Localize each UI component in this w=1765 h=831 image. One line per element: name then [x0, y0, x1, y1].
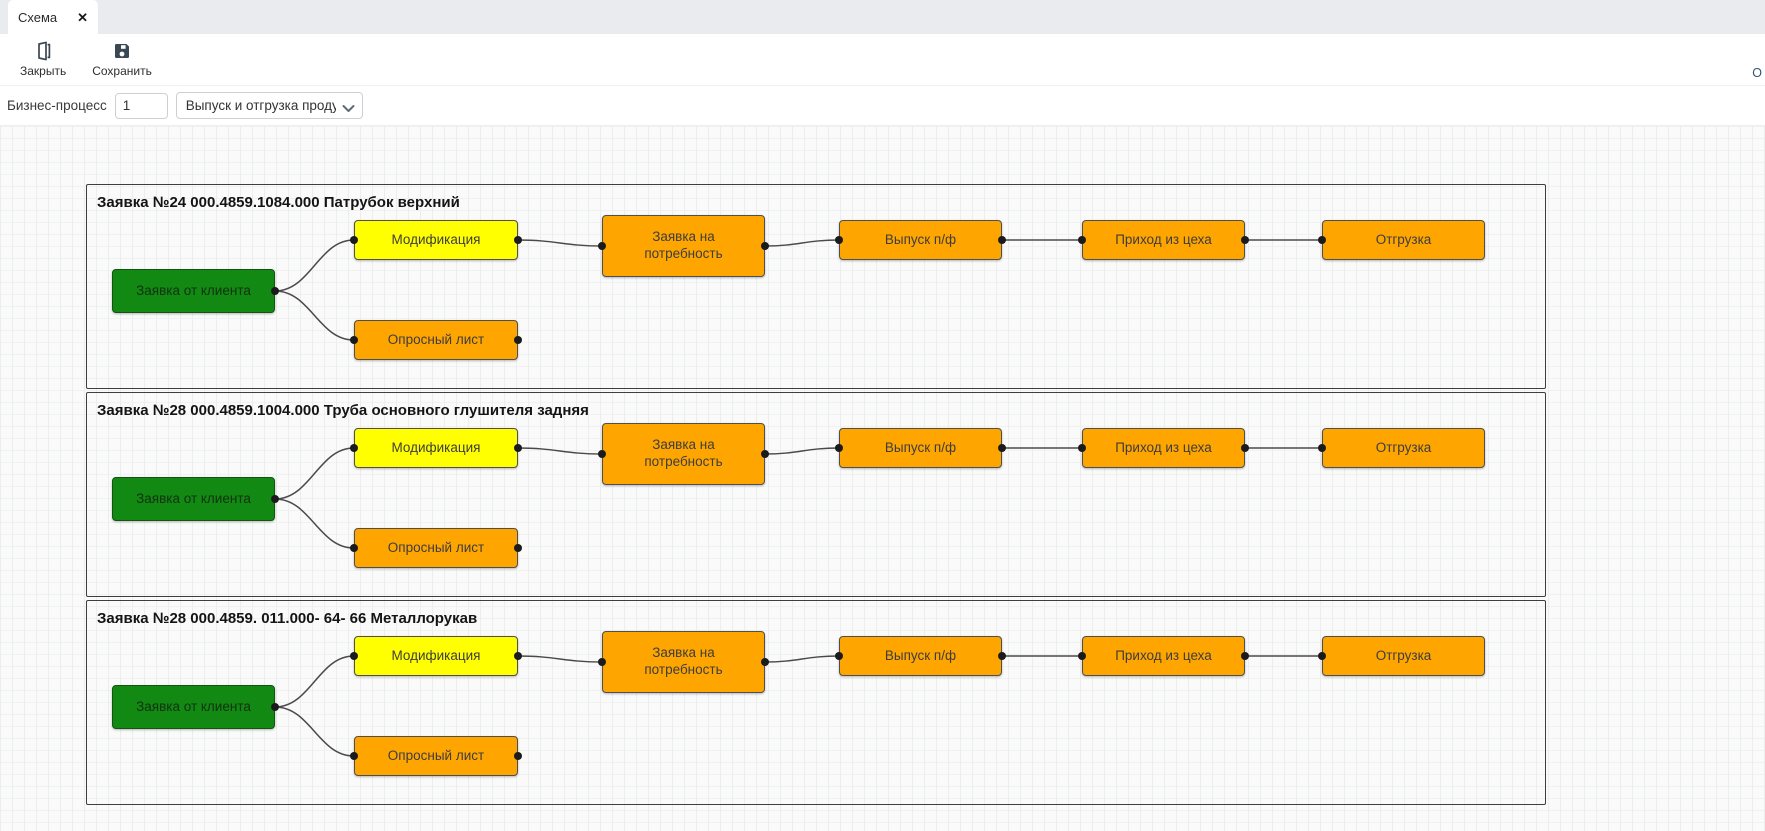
edges-layer	[271, 444, 1326, 552]
node-label: Модификация	[391, 647, 481, 663]
node-label: Опросный лист	[387, 331, 485, 347]
node-output[interactable]: Выпуск п/ф	[839, 220, 1002, 260]
node-arrival[interactable]: Приход из цеха	[1082, 428, 1245, 468]
node-label: Выпуск п/ф	[884, 231, 957, 247]
chevron-down-icon	[342, 101, 355, 116]
group-title: Заявка №28 000.4859. 011.000- 64- 66 Мет…	[97, 610, 478, 627]
edge-modification-need	[517, 655, 603, 663]
node-label: Выпуск п/ф	[884, 439, 957, 455]
close-button[interactable]: Закрыть	[14, 39, 72, 80]
node-need[interactable]: Заявка на потребность	[602, 423, 765, 485]
floppy-disk-icon	[112, 41, 132, 61]
node-label: Выпуск п/ф	[884, 647, 957, 663]
node-label: Заявка на потребность	[644, 437, 723, 469]
node-output[interactable]: Выпуск п/ф	[839, 428, 1002, 468]
node-arrival[interactable]: Приход из цеха	[1082, 636, 1245, 676]
toolbar-right-clipped-text: О	[1752, 66, 1762, 80]
node-label: Приход из цеха	[1115, 231, 1212, 247]
process-select[interactable]: Выпуск и отгрузка проду	[175, 92, 363, 119]
node-modification[interactable]: Модификация	[354, 636, 518, 676]
node-modification[interactable]: Модификация	[354, 220, 518, 260]
node-modification[interactable]: Модификация	[354, 428, 518, 468]
edges-layer	[271, 236, 1326, 344]
close-button-label: Закрыть	[20, 64, 67, 78]
node-need[interactable]: Заявка на потребность	[602, 215, 765, 277]
edge-client-questionnaire	[274, 290, 355, 341]
toolbar: Закрыть Сохранить О	[0, 34, 1765, 86]
node-shipment[interactable]: Отгрузка	[1322, 636, 1485, 676]
edges-layer	[271, 652, 1326, 760]
process-group: Заявка №24 000.4859.1084.000 Патрубок ве…	[86, 184, 1546, 389]
edge-client-questionnaire	[274, 706, 355, 757]
edge-modification-need	[517, 239, 603, 247]
node-label: Заявка от клиента	[136, 698, 251, 714]
group-title: Заявка №28 000.4859.1004.000 Труба основ…	[97, 402, 589, 419]
process-group: Заявка №28 000.4859.1004.000 Труба основ…	[86, 392, 1546, 597]
diagram-canvas[interactable]: Заявка №24 000.4859.1084.000 Патрубок ве…	[0, 125, 1765, 831]
process-bar: Бизнес-процесс Выпуск и отгрузка проду	[0, 86, 1765, 125]
tab-schema[interactable]: Схема ✕	[8, 0, 98, 34]
node-label: Заявка от клиента	[136, 282, 251, 298]
node-label: Отгрузка	[1375, 647, 1432, 663]
node-client[interactable]: Заявка от клиента	[112, 269, 275, 313]
node-arrival[interactable]: Приход из цеха	[1082, 220, 1245, 260]
save-button[interactable]: Сохранить	[86, 39, 158, 80]
node-label: Заявка на потребность	[644, 645, 723, 677]
node-label: Опросный лист	[387, 747, 485, 763]
edge-need-output	[764, 239, 840, 247]
node-questionnaire[interactable]: Опросный лист	[354, 528, 518, 568]
edge-client-questionnaire	[274, 498, 355, 549]
node-shipment[interactable]: Отгрузка	[1322, 428, 1485, 468]
node-label: Приход из цеха	[1115, 647, 1212, 663]
node-client[interactable]: Заявка от клиента	[112, 685, 275, 729]
node-label: Заявка от клиента	[136, 490, 251, 506]
node-label: Модификация	[391, 231, 481, 247]
edge-client-modification	[274, 239, 355, 292]
node-shipment[interactable]: Отгрузка	[1322, 220, 1485, 260]
process-group: Заявка №28 000.4859. 011.000- 64- 66 Мет…	[86, 600, 1546, 805]
group-title: Заявка №24 000.4859.1084.000 Патрубок ве…	[97, 194, 460, 211]
save-button-label: Сохранить	[92, 64, 152, 78]
door-open-icon	[33, 41, 53, 61]
node-label: Заявка на потребность	[644, 229, 723, 261]
edge-client-modification	[274, 447, 355, 500]
node-questionnaire[interactable]: Опросный лист	[354, 320, 518, 360]
edge-need-output	[764, 447, 840, 455]
tab-bar: Схема ✕	[0, 0, 1765, 34]
node-need[interactable]: Заявка на потребность	[602, 631, 765, 693]
process-number-input[interactable]	[114, 92, 168, 119]
node-client[interactable]: Заявка от клиента	[112, 477, 275, 521]
tab-label: Схема	[18, 9, 58, 25]
process-select-value: Выпуск и отгрузка проду	[185, 98, 336, 113]
node-label: Модификация	[391, 439, 481, 455]
node-label: Отгрузка	[1375, 439, 1432, 455]
node-output[interactable]: Выпуск п/ф	[839, 636, 1002, 676]
edge-need-output	[764, 655, 840, 663]
edge-client-modification	[274, 655, 355, 708]
node-label: Приход из цеха	[1115, 439, 1212, 455]
node-label: Опросный лист	[387, 539, 485, 555]
process-label: Бизнес-процесс	[7, 98, 107, 113]
close-tab-icon[interactable]: ✕	[77, 9, 88, 25]
node-label: Отгрузка	[1375, 231, 1432, 247]
edge-modification-need	[517, 447, 603, 455]
node-questionnaire[interactable]: Опросный лист	[354, 736, 518, 776]
